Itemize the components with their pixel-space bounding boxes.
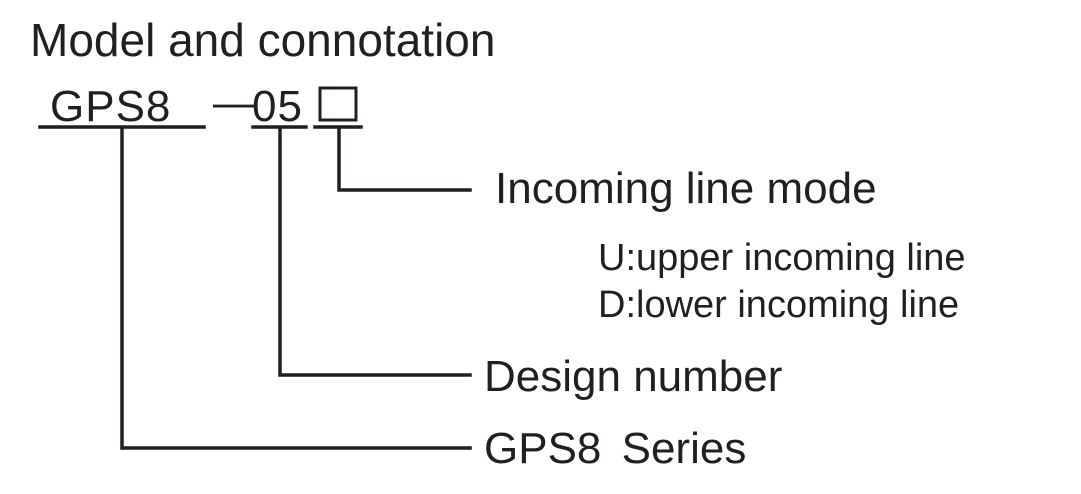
leader-incoming-line-mode [337,127,472,192]
label-design-number: Design number [484,352,783,401]
model-code-design-number: 05 [252,82,303,131]
model-code-dash: — [213,78,257,127]
label-series: GPS8 Series [484,424,747,473]
placeholder-box-icon [318,86,358,122]
diagram-title: Model and connotation [30,14,496,66]
option-upper-incoming-line: U:upper incoming line [598,237,966,279]
leader-series [120,127,472,450]
model-code-series: GPS8 [50,82,172,131]
leader-design-number [278,127,472,377]
option-lower-incoming-line: D:lower incoming line [598,284,960,326]
label-incoming-line-mode: Incoming line mode [495,164,877,213]
